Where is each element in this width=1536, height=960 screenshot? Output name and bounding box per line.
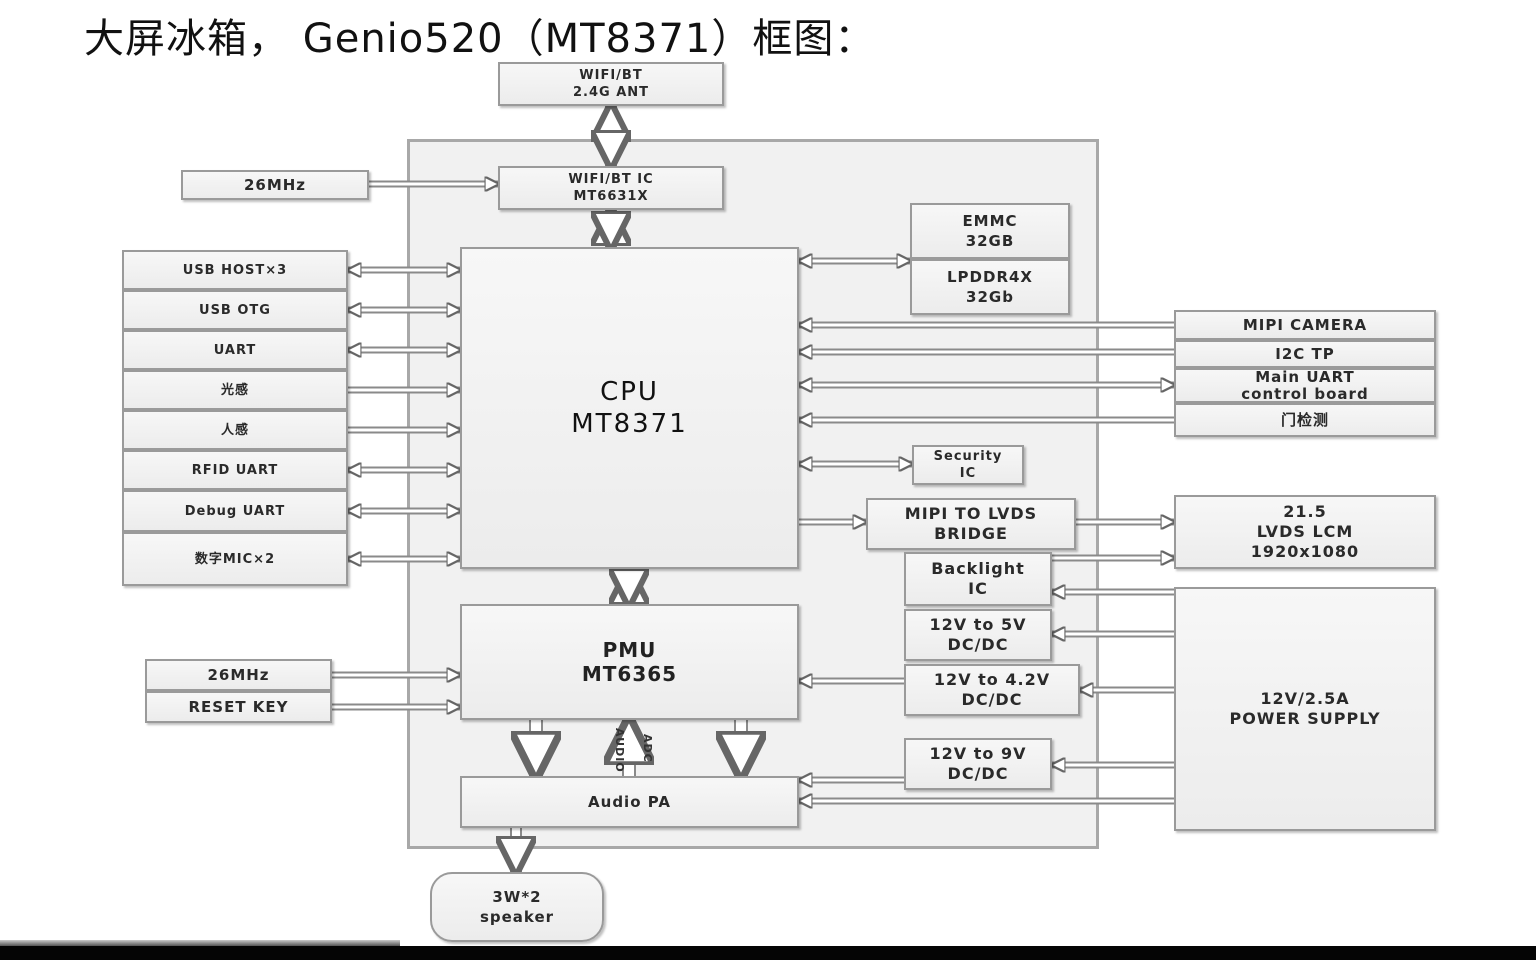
wifi-antenna-block: WIFI/BT 2.4G ANT bbox=[498, 62, 724, 106]
left-interface-label: RFID UART bbox=[191, 462, 279, 478]
dcdc-42v-line1: 12V to 4.2V bbox=[933, 670, 1051, 689]
left-interface-label: UART bbox=[213, 342, 257, 358]
lpddr-line1: LPDDR4X bbox=[946, 268, 1033, 286]
wifi-ic-line2: MT6631X bbox=[573, 189, 649, 204]
security-line1: Security bbox=[933, 449, 1003, 464]
lcm-resolution: 1920x1080 bbox=[1250, 542, 1360, 561]
audio-pa-label: Audio PA bbox=[588, 793, 671, 811]
left-interface-1: USB OTG bbox=[122, 290, 348, 330]
emmc-block: EMMC 32GB bbox=[910, 203, 1070, 259]
right-interface-label: MIPI CAMERA bbox=[1242, 315, 1368, 334]
security-line2: IC bbox=[959, 466, 977, 481]
left-interface-6: Debug UART bbox=[122, 490, 348, 532]
dcdc-5v-line1: 12V to 5V bbox=[929, 615, 1027, 634]
lvds-lcm-block: 21.5 LVDS LCM 1920x1080 bbox=[1174, 495, 1436, 569]
right-interface-label: I2C TP bbox=[1275, 344, 1335, 363]
left-interface-label: USB OTG bbox=[199, 302, 271, 318]
speaker-line1: 3W*2 bbox=[492, 888, 542, 906]
audio-pa-block: Audio PA bbox=[460, 776, 799, 828]
reset-key-label: RESET KEY bbox=[188, 698, 289, 716]
right-interface-3: 门检测 bbox=[1174, 403, 1436, 437]
oscillator-label: 26MHz bbox=[243, 176, 307, 194]
left-interface-label: 人感 bbox=[220, 422, 249, 438]
pmu-block: PMU MT6365 bbox=[460, 604, 799, 720]
wifi-ic-line1: WIFI/BT IC bbox=[568, 172, 654, 187]
emmc-line2: 32GB bbox=[965, 232, 1015, 250]
left-interface-0: USB HOST×3 bbox=[122, 250, 348, 290]
left-interface-4: 人感 bbox=[122, 410, 348, 450]
backlight-line2: IC bbox=[968, 579, 988, 598]
dcdc-42v-line2: DC/DC bbox=[961, 690, 1023, 709]
dcdc-9v-block: 12V to 9V DC/DC bbox=[904, 738, 1052, 790]
power-supply-label: POWER SUPPLY bbox=[1229, 709, 1381, 728]
bottom-bar bbox=[0, 946, 1536, 960]
left-interface-3: 光感 bbox=[122, 370, 348, 410]
bridge-line1: MIPI TO LVDS bbox=[904, 504, 1038, 523]
cpu-model: MT8371 bbox=[571, 409, 688, 439]
pmu-model: MT6365 bbox=[581, 662, 678, 686]
wifi-ic-block: WIFI/BT IC MT6631X bbox=[498, 166, 724, 210]
dcdc-5v-block: 12V to 5V DC/DC bbox=[904, 609, 1052, 661]
lpddr-line2: 32Gb bbox=[966, 288, 1014, 306]
left-interface-label: USB HOST×3 bbox=[182, 262, 288, 278]
mipi-lvds-bridge-block: MIPI TO LVDS BRIDGE bbox=[866, 498, 1076, 550]
dcdc-9v-line2: DC/DC bbox=[947, 764, 1009, 783]
left-interface-label: 数字MIC×2 bbox=[194, 551, 276, 567]
wifi-antenna-line2: 2.4G ANT bbox=[572, 85, 650, 100]
dcdc-9v-line1: 12V to 9V bbox=[929, 744, 1027, 763]
backlight-line1: Backlight bbox=[931, 559, 1025, 578]
oscillator-26mhz-pmu: 26MHz bbox=[145, 659, 332, 691]
dcdc-4-2v-block: 12V to 4.2V DC/DC bbox=[904, 664, 1080, 716]
left-interface-7: 数字MIC×2 bbox=[122, 532, 348, 586]
power-supply-rating: 12V/2.5A bbox=[1260, 689, 1350, 708]
backlight-ic-block: Backlight IC bbox=[904, 552, 1052, 606]
emmc-line1: EMMC bbox=[962, 212, 1018, 230]
lpddr-block: LPDDR4X 32Gb bbox=[910, 259, 1070, 315]
right-interface-0: MIPI CAMERA bbox=[1174, 310, 1436, 340]
left-interface-label: Debug UART bbox=[184, 503, 286, 519]
bus-label-audio: AUDIO bbox=[613, 728, 626, 773]
page-title: 大屏冰箱， Genio520（MT8371）框图： bbox=[84, 16, 876, 62]
right-interface-label: control board bbox=[1241, 384, 1369, 403]
left-interface-5: RFID UART bbox=[122, 450, 348, 490]
reset-key-block: RESET KEY bbox=[145, 691, 332, 723]
wifi-antenna-line1: WIFI/BT bbox=[579, 68, 643, 83]
right-interface-1: I2C TP bbox=[1174, 340, 1436, 368]
bottom-shadow bbox=[0, 940, 400, 946]
security-ic-block: Security IC bbox=[912, 445, 1024, 485]
bus-label-adc: ADC bbox=[641, 734, 654, 763]
power-supply-block: 12V/2.5A POWER SUPPLY bbox=[1174, 587, 1436, 831]
oscillator-pmu-label: 26MHz bbox=[207, 666, 270, 684]
cpu-label: CPU bbox=[600, 377, 659, 407]
speaker-block: 3W*2 speaker bbox=[430, 872, 604, 942]
oscillator-26mhz-top: 26MHz bbox=[181, 170, 369, 200]
left-interface-2: UART bbox=[122, 330, 348, 370]
left-interface-label: 光感 bbox=[220, 382, 249, 398]
lcm-size: 21.5 bbox=[1283, 502, 1327, 521]
bridge-line2: BRIDGE bbox=[934, 524, 1008, 543]
cpu-block: CPU MT8371 bbox=[460, 247, 799, 569]
lcm-type: LVDS LCM bbox=[1256, 522, 1354, 541]
pmu-label: PMU bbox=[602, 638, 657, 662]
right-interface-label: 门检测 bbox=[1280, 410, 1329, 429]
right-interface-label: Main UART bbox=[1255, 367, 1355, 386]
speaker-line2: speaker bbox=[479, 908, 555, 926]
dcdc-5v-line2: DC/DC bbox=[947, 635, 1009, 654]
